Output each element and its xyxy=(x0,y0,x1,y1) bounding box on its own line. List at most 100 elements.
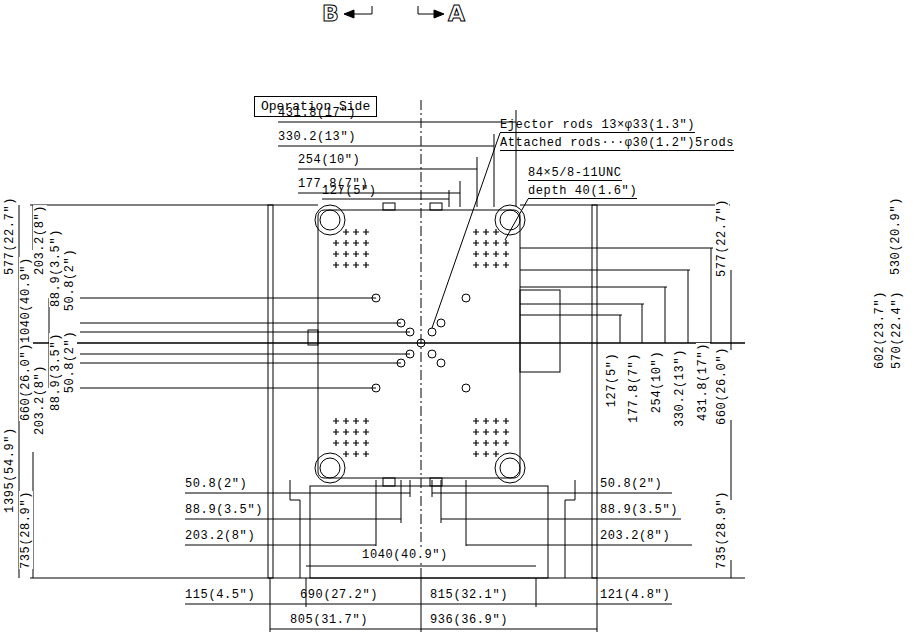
tapped-hole-mark xyxy=(343,429,349,435)
tapped-hole-mark xyxy=(483,262,489,268)
tapped-hole-mark xyxy=(483,229,489,235)
dimension-text: 330.2(13") xyxy=(673,349,687,427)
tapped-hole-mark xyxy=(473,440,479,446)
spec-note: depth 40(1.6") xyxy=(528,184,637,199)
tapped-hole-mark xyxy=(473,251,479,257)
tapped-hole-mark xyxy=(493,418,499,424)
tapped-hole-mark xyxy=(343,440,349,446)
tapped-hole-mark xyxy=(363,240,369,246)
dimension-text: 431.8(17") xyxy=(278,106,356,120)
dimension-text: 690(27.2") xyxy=(300,588,378,602)
tapped-hole-mark xyxy=(493,429,499,435)
tapped-hole-mark xyxy=(343,262,349,268)
tapped-hole-mark xyxy=(363,429,369,435)
dimension-text: 577(22.7") xyxy=(3,197,17,275)
dimension-text: 735(28.9") xyxy=(19,491,33,569)
tapped-hole-mark xyxy=(333,429,339,435)
section-letter: A xyxy=(448,2,466,26)
tapped-hole-mark xyxy=(493,229,499,235)
tapped-hole-mark xyxy=(353,429,359,435)
tapped-hole-mark xyxy=(343,251,349,257)
dimension-text: 570(22.4") xyxy=(890,291,904,369)
tapped-hole-mark xyxy=(363,418,369,424)
dimension-text: 50.8(2") xyxy=(63,331,77,393)
dimension-text: 50.8(2") xyxy=(63,249,77,311)
tapped-hole-mark xyxy=(493,240,499,246)
dimension-text: 805(31.7") xyxy=(290,613,368,627)
tapped-hole-mark xyxy=(473,429,479,435)
tapped-hole-mark xyxy=(343,240,349,246)
tapped-hole-mark xyxy=(353,251,359,257)
dimension-text: 530(20.9") xyxy=(889,197,903,275)
dimension-text: 660(26.0") xyxy=(19,343,33,421)
tapped-hole-mark xyxy=(363,229,369,235)
tapped-hole-mark xyxy=(363,251,369,257)
dimension-text: 254(10") xyxy=(650,351,664,413)
tapped-hole-mark xyxy=(483,451,489,457)
spec-note: Attached rods···φ30(1.2")5rods xyxy=(500,136,734,151)
dimension-text: 602(23.7") xyxy=(873,291,887,369)
dimension-text: 121(4.8") xyxy=(600,588,670,602)
dimension-text: 330.2(13") xyxy=(278,130,356,144)
dimension-text: 50.8(2") xyxy=(185,477,247,491)
tapped-hole-mark xyxy=(503,251,509,257)
tapped-hole-mark xyxy=(333,440,339,446)
dimension-text: 203.2(8") xyxy=(33,205,47,275)
tapped-hole-mark xyxy=(473,240,479,246)
section-letter: B xyxy=(322,2,339,26)
spec-note: Ejector rods 13×φ33(1.3") xyxy=(500,118,695,133)
dimension-text: 88.9(3.5") xyxy=(49,229,63,307)
dimension-text: 127(5") xyxy=(605,353,619,408)
tapped-hole-mark xyxy=(493,251,499,257)
tapped-hole-mark xyxy=(333,262,339,268)
tapped-hole-mark xyxy=(483,418,489,424)
dimension-text: 735(28.9") xyxy=(715,491,729,569)
dimension-text: 203.2(8") xyxy=(33,365,47,435)
tapped-hole-mark xyxy=(363,451,369,457)
tapped-hole-mark xyxy=(493,262,499,268)
tapped-hole-mark xyxy=(353,440,359,446)
tapped-hole-mark xyxy=(493,451,499,457)
tapped-hole-mark xyxy=(363,440,369,446)
tapped-hole-mark xyxy=(353,240,359,246)
dimension-text: 815(32.1") xyxy=(430,588,508,602)
dimension-text: 936(36.9") xyxy=(430,613,508,627)
dimension-text: 660(26.0") xyxy=(715,347,729,425)
dimension-text: 177.8(7") xyxy=(627,353,641,423)
spec-note: 84×5/8-11UNC xyxy=(528,166,622,181)
tapped-hole-mark xyxy=(503,262,509,268)
tapped-hole-mark xyxy=(353,418,359,424)
dimension-text: 115(4.5") xyxy=(185,588,255,602)
dimension-text: 431.8(17") xyxy=(696,343,710,421)
tapped-hole-mark xyxy=(333,418,339,424)
tapped-hole-mark xyxy=(483,440,489,446)
tapped-hole-mark xyxy=(483,240,489,246)
tapped-hole-mark xyxy=(503,240,509,246)
dimension-text: 88.9(3.5") xyxy=(600,503,678,517)
tapped-hole-mark xyxy=(483,429,489,435)
dimension-text: 127(5") xyxy=(322,184,377,198)
tapped-hole-mark xyxy=(343,229,349,235)
tapped-hole-mark xyxy=(503,429,509,435)
dimension-text: 1040(40.9") xyxy=(362,548,448,562)
tapped-hole-mark xyxy=(333,240,339,246)
tapped-hole-mark xyxy=(343,418,349,424)
tapped-hole-mark xyxy=(363,262,369,268)
tapped-hole-mark xyxy=(473,229,479,235)
tapped-hole-mark xyxy=(493,440,499,446)
dimension-text: 88.9(3.5") xyxy=(185,503,263,517)
dimension-text: 1395(54.9") xyxy=(3,427,17,513)
tapped-hole-mark xyxy=(503,418,509,424)
tapped-hole-mark xyxy=(353,262,359,268)
tapped-hole-mark xyxy=(353,229,359,235)
tapped-hole-mark xyxy=(353,451,359,457)
dimension-text: 203.2(8") xyxy=(600,529,670,543)
tapped-hole-mark xyxy=(473,451,479,457)
tapped-hole-mark xyxy=(503,440,509,446)
tapped-hole-mark xyxy=(483,251,489,257)
dimension-text: 577(22.7") xyxy=(715,199,729,277)
dimension-text: 203.2(8") xyxy=(185,529,255,543)
dimension-text: 50.8(2") xyxy=(600,477,662,491)
